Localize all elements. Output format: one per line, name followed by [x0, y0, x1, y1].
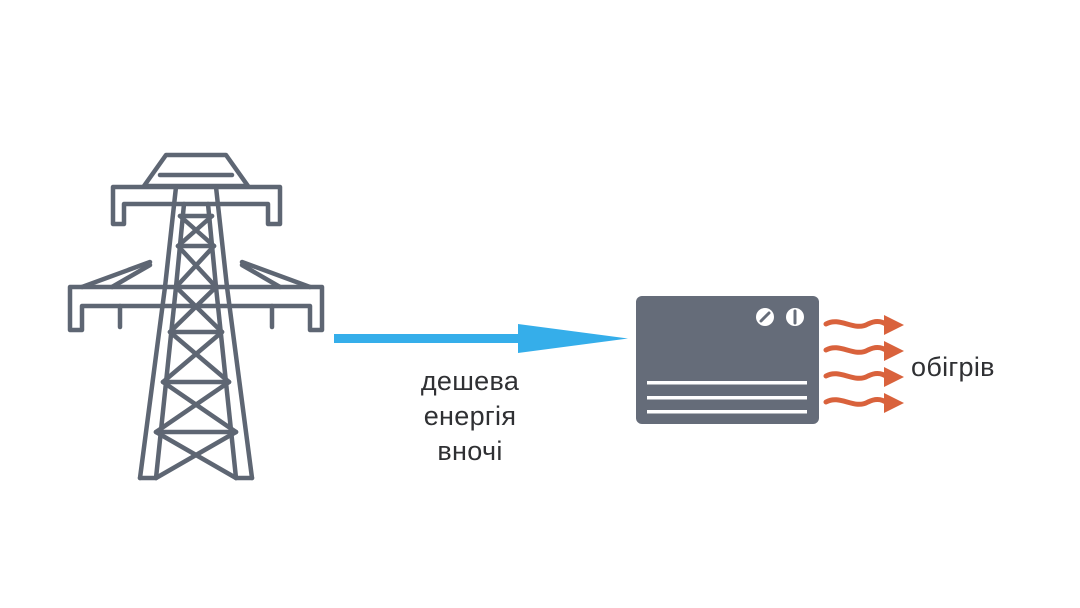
- heating-label: обігрів: [911, 352, 995, 382]
- heat-wave-arrow: [823, 341, 904, 361]
- energy-arrow: [334, 324, 628, 353]
- power-tower-icon: [67, 152, 325, 481]
- heat-wave-arrow: [823, 367, 904, 387]
- energy-arrow-label: дешева енергія вночі: [380, 364, 560, 469]
- energy-label-line: вночі: [437, 436, 503, 466]
- energy-label-line: дешева: [420, 366, 520, 396]
- energy-label-line: енергія: [423, 401, 517, 431]
- heat-wave-arrows: [823, 315, 904, 413]
- heat-wave-arrow: [823, 393, 904, 413]
- heater-icon: [636, 296, 819, 424]
- heat-wave-arrow: [823, 315, 904, 335]
